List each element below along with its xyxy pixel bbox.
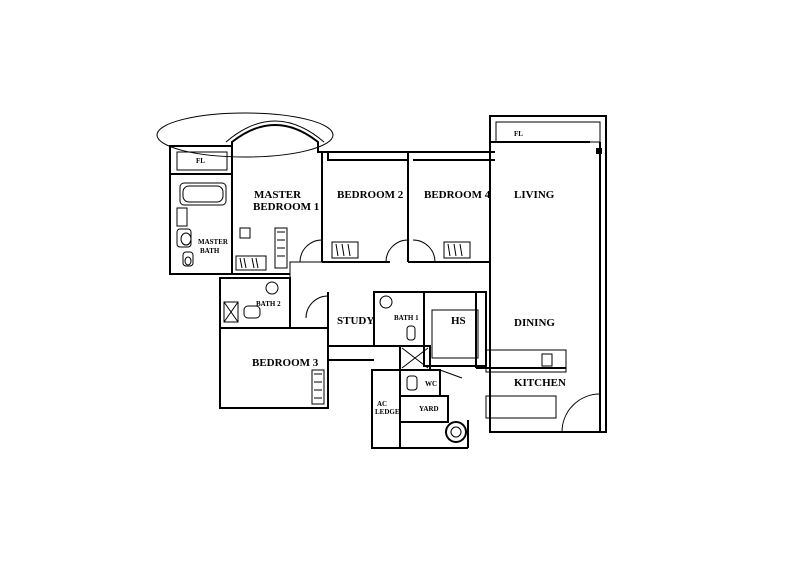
wc-label: WC — [425, 380, 437, 388]
fl-left-label: FL — [196, 157, 205, 165]
living-label: LIVING — [514, 189, 555, 201]
living-dining-kitchen — [475, 115, 607, 433]
bath-2-label: BATH 2 — [256, 300, 281, 308]
dining-label: DINING — [514, 317, 555, 329]
west-wing — [219, 261, 374, 409]
master-bedroom-label-2: BEDROOM 1 — [253, 201, 319, 213]
bedroom-2-label: BEDROOM 2 — [337, 189, 404, 201]
master-bath-label-2: BATH — [200, 247, 220, 255]
master-bedroom-label-1: MASTER — [254, 189, 302, 201]
master-bath-area — [169, 145, 233, 275]
service-area — [371, 291, 487, 449]
study-label: STUDY — [337, 315, 374, 327]
bath-1-label: BATH 1 — [394, 314, 419, 322]
yard-label: YARD — [419, 405, 439, 413]
ac-ledge-label-2: LEDGE — [375, 408, 400, 416]
hs-label: HS — [451, 315, 466, 327]
kitchen-label: KITCHEN — [514, 377, 566, 389]
fl-right-label: FL — [514, 130, 523, 138]
master-bath-label-1: MASTER — [198, 238, 229, 246]
bedroom-4-label: BEDROOM 4 — [424, 189, 491, 201]
bedrooms-2-4 — [299, 151, 495, 263]
master-bedroom — [225, 120, 325, 275]
bedroom-3-label: BEDROOM 3 — [252, 357, 319, 369]
ac-ledge-label-1: AC — [377, 400, 387, 408]
balcony-curve — [156, 112, 334, 158]
